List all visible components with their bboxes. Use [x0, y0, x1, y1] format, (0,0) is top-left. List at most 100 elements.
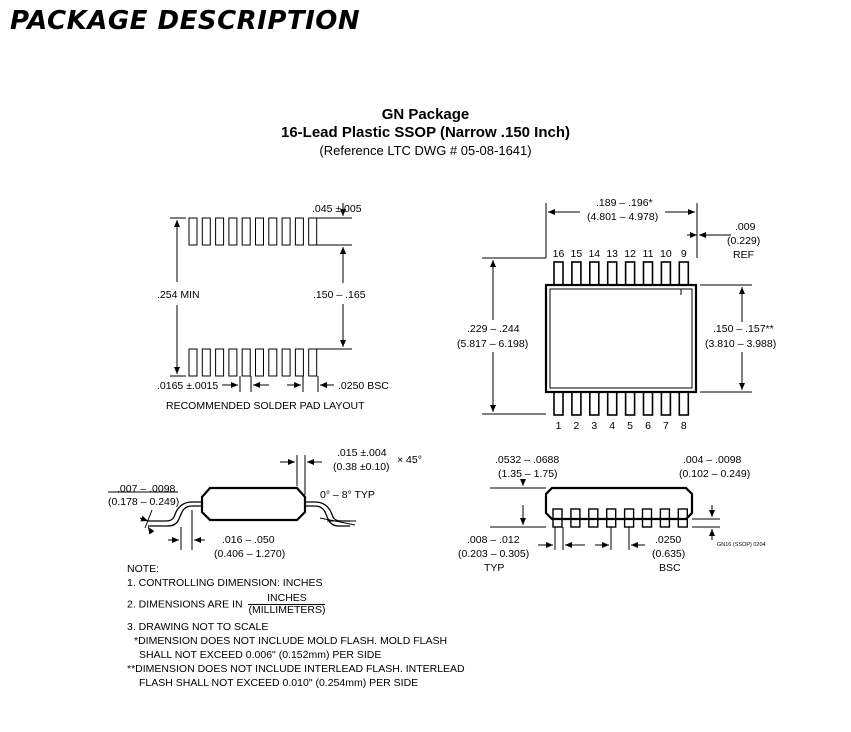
length-in-label: .189 – .196* — [596, 197, 653, 209]
side-view-left — [108, 455, 356, 550]
solder-pad — [281, 217, 291, 246]
standoff-mm-label: (0.102 – 0.249) — [679, 468, 750, 480]
notes: NOTE: 1. CONTROLLING DIMENSION: INCHES 2… — [127, 562, 465, 690]
pin-number: 3 — [591, 420, 597, 432]
lead-row-top — [553, 261, 690, 286]
pin-number: 14 — [588, 248, 600, 260]
pin-number: 15 — [571, 248, 583, 260]
chamfer-mm-label: (0.38 ±0.10) — [333, 461, 390, 473]
note-heading: NOTE: — [127, 563, 160, 575]
package-lead — [606, 261, 618, 286]
pin-numbers-top: 16 15 14 13 12 11 10 9 — [553, 248, 687, 260]
pin-number: 13 — [606, 248, 618, 260]
package-lead — [588, 391, 600, 416]
package-lead — [570, 508, 581, 528]
pin-number: 7 — [663, 420, 669, 432]
solder-pad — [281, 348, 291, 377]
solder-pad — [201, 217, 211, 246]
package-lead — [677, 508, 688, 528]
solder-pad-layout — [170, 203, 352, 392]
package-lead — [660, 391, 672, 416]
pin-number: 12 — [624, 248, 636, 260]
solder-pad — [188, 348, 198, 377]
pin-number: 10 — [660, 248, 672, 260]
solder-pad — [268, 348, 278, 377]
page-header: PACKAGE DESCRIPTION — [10, 6, 361, 36]
note-5b: FLASH SHALL NOT EXCEED 0.010" (0.254mm) … — [139, 677, 419, 689]
solder-pad — [215, 348, 225, 377]
solder-pad — [308, 217, 318, 246]
package-lead — [678, 391, 690, 416]
body-mm-label: (3.810 – 3.988) — [705, 338, 776, 350]
top-view — [482, 203, 752, 416]
lead-thick-in-label: .007 – .0098 — [117, 483, 176, 495]
pad-span-label: .254 MIN — [157, 289, 200, 301]
note-3: 3. DRAWING NOT TO SCALE — [127, 621, 269, 633]
chamfer-in-label: .015 ±.004 — [337, 447, 387, 459]
solder-pad — [294, 348, 304, 377]
solder-pad — [255, 217, 264, 246]
solder-pad — [215, 217, 225, 246]
package-lead — [659, 508, 671, 528]
note-1: 1. CONTROLLING DIMENSION: INCHES — [127, 577, 323, 589]
package-lead — [553, 391, 564, 416]
lead-width-typ-label: TYP — [484, 562, 504, 574]
package-lead — [660, 261, 672, 286]
package-lead — [642, 261, 654, 286]
pin-number: 4 — [609, 420, 615, 432]
solder-pad — [268, 217, 278, 246]
package-lead — [552, 508, 563, 528]
package-subtitle: 16-Lead Plastic SSOP (Narrow .150 Inch) — [281, 124, 570, 141]
drawing-code-label: GN16 (SSOP) 0204 — [717, 542, 766, 548]
note-5a: **DIMENSION DOES NOT INCLUDE INTERLEAD F… — [127, 663, 465, 675]
ref-mm-label: (0.229) — [727, 235, 760, 247]
overall-mm-label: (5.817 – 6.198) — [457, 338, 528, 350]
lead-row-bottom — [553, 391, 690, 416]
package-lead — [571, 261, 582, 286]
package-lead — [588, 508, 599, 528]
pin-number: 2 — [573, 420, 579, 432]
package-lead — [642, 391, 654, 416]
side-view-right — [490, 479, 720, 550]
solder-pad — [241, 217, 251, 246]
package-reference: (Reference LTC DWG # 05-08-1641) — [319, 143, 532, 158]
solder-pad — [228, 348, 238, 377]
package-lead — [678, 261, 690, 286]
package-body-top — [544, 283, 698, 394]
note-4b: SHALL NOT EXCEED 0.006" (0.152mm) PER SI… — [139, 649, 382, 661]
pin-number: 9 — [681, 248, 687, 260]
solder-pad — [241, 348, 251, 377]
package-lead — [606, 391, 618, 416]
package-lead — [624, 261, 636, 286]
solder-pad — [294, 217, 304, 246]
solder-pad — [188, 217, 198, 246]
pad-row-top — [188, 217, 318, 246]
height-mm-label: (1.35 – 1.75) — [498, 468, 558, 480]
solder-pad — [201, 348, 211, 377]
solder-pad — [308, 348, 318, 377]
overall-in-label: .229 – .244 — [467, 323, 520, 335]
pad-row-bottom — [188, 348, 318, 377]
pad-height-label: .045 ±.005 — [312, 203, 362, 215]
pin-number: 1 — [556, 420, 562, 432]
body-in-label: .150 – .157** — [713, 323, 774, 335]
lead-thick-mm-label: (0.178 – 0.249) — [108, 496, 179, 508]
package-lead — [588, 261, 600, 286]
package-lead — [571, 391, 582, 416]
pad-pitch-label: .0250 BSC — [338, 380, 389, 392]
foot-in-label: .016 – .050 — [222, 534, 275, 546]
package-lead — [641, 508, 653, 528]
pin-number: 5 — [627, 420, 633, 432]
package-lead — [624, 391, 636, 416]
pad-width-label: .0165 ±.0015 — [157, 380, 218, 392]
pin-number: 16 — [553, 248, 565, 260]
package-name: GN Package — [381, 106, 470, 123]
pitch-bsc-label: BSC — [659, 562, 681, 574]
note-2-fraction: INCHES (MILLIMETERS) — [248, 593, 326, 616]
ref-label: REF — [733, 249, 754, 261]
note-2: 2. DIMENSIONS ARE IN INCHES (MILLIMETERS… — [127, 593, 465, 616]
pin-number: 8 — [681, 420, 687, 432]
pin-number: 11 — [643, 248, 654, 260]
